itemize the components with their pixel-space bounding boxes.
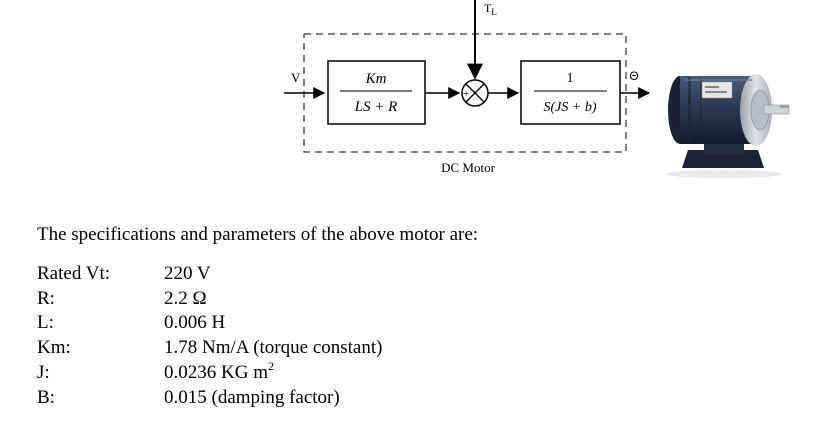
block2-denominator: S(JS + b) (544, 100, 597, 115)
disturbance-label: TL (484, 1, 497, 17)
spec-value: 0.006 H (164, 312, 226, 334)
block-diagram: V Km LS + R TL + 1 S(JS + b) Θ DC Motor (284, 0, 790, 178)
spec-label: J: (37, 361, 50, 383)
spec-label: Rated Vt: (37, 263, 111, 284)
disturbance-label-t: T (484, 1, 492, 15)
transfer-block-electrical (327, 60, 426, 125)
spec-label: R: (37, 287, 55, 309)
summing-junction-cross-b (465, 83, 485, 103)
spec-label: L: (37, 312, 54, 334)
block2-numerator: 1 (567, 71, 574, 86)
transfer-block-mechanical (520, 60, 621, 125)
spec-value: 220 V (164, 263, 211, 284)
spec-value-inertia: 0.0236 KG m2 (164, 358, 382, 386)
output-label-theta: Θ (629, 69, 638, 83)
input-label-v: V (291, 70, 301, 85)
spec-row-inductance: L: 0.006 H (37, 311, 382, 336)
block1-denominator: LS + R (354, 99, 398, 115)
spec-row-torque-constant: Km: 1.78 Nm/A (torque constant) (37, 336, 382, 361)
dc-motor-caption: DC Motor (441, 160, 495, 175)
spec-value-superscript: 2 (267, 358, 274, 373)
dc-motor-image (666, 74, 790, 178)
spec-label: B: (37, 386, 55, 408)
spec-row-damping: B: 0.015 (damping factor) (37, 386, 382, 411)
spec-row-inertia: J: 0.0236 KG m2 (37, 358, 382, 386)
sum-plus-sign: + (463, 88, 469, 100)
disturbance-label-subscript: L (491, 7, 497, 17)
spec-row-resistance: R: 2.2 Ω (37, 287, 382, 312)
spec-value: 0.0236 KG m (164, 361, 268, 383)
specs-intro: The specifications and parameters of the… (37, 224, 479, 245)
spec-value: 2.2 Ω (164, 287, 207, 309)
specs-table: Rated Vt: 220 V R: 2.2 Ω L: 0.006 H Km: … (37, 262, 382, 410)
spec-row-rated-voltage: Rated Vt: 220 V (37, 262, 382, 287)
spec-value: 0.015 (damping factor) (164, 386, 340, 408)
block1-numerator: Km (365, 71, 387, 87)
spec-label: Km: (37, 337, 71, 359)
spec-value: 1.78 Nm/A (torque constant) (164, 337, 383, 359)
